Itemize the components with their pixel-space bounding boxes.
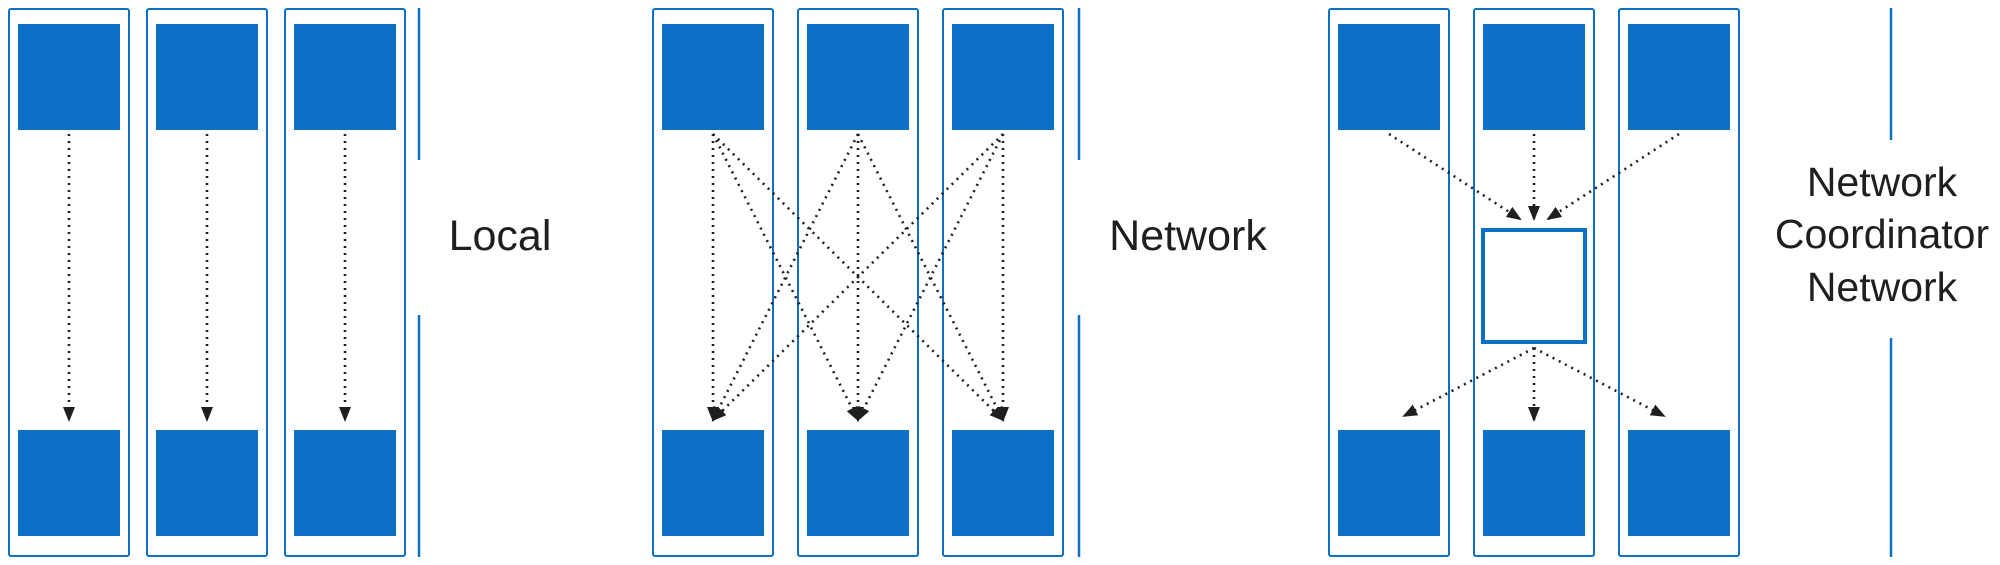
local-device-column-2: [146, 8, 268, 557]
local-device-column-1: [8, 8, 130, 557]
top-node-square: [662, 24, 764, 130]
panel-label-network-coordinator: Network Coordinator Network: [1756, 156, 2000, 314]
bottom-node-square: [18, 430, 120, 536]
top-node-square: [156, 24, 258, 130]
top-node-square: [18, 24, 120, 130]
bottom-node-square: [662, 430, 764, 536]
coordinator-device-column-1: [1328, 8, 1450, 557]
bottom-node-square: [1338, 430, 1440, 536]
panel-label-local: Local: [420, 212, 580, 261]
bottom-node-square: [1628, 430, 1730, 536]
network-device-column-1: [652, 8, 774, 557]
top-node-square: [952, 24, 1054, 130]
network-device-column-2: [797, 8, 919, 557]
top-node-square: [1483, 24, 1585, 130]
top-node-square: [1628, 24, 1730, 130]
bottom-node-square: [1483, 430, 1585, 536]
network-device-column-3: [942, 8, 1064, 557]
top-node-square: [294, 24, 396, 130]
top-node-square: [807, 24, 909, 130]
bottom-node-square: [294, 430, 396, 536]
bottom-node-square: [952, 430, 1054, 536]
local-device-column-3: [284, 8, 406, 557]
bottom-node-square: [156, 430, 258, 536]
coordinator-device-column-3: [1618, 8, 1740, 557]
top-node-square: [1338, 24, 1440, 130]
panel-label-network: Network: [1082, 212, 1294, 261]
bottom-node-square: [807, 430, 909, 536]
network-coordinator-square: [1481, 228, 1587, 344]
